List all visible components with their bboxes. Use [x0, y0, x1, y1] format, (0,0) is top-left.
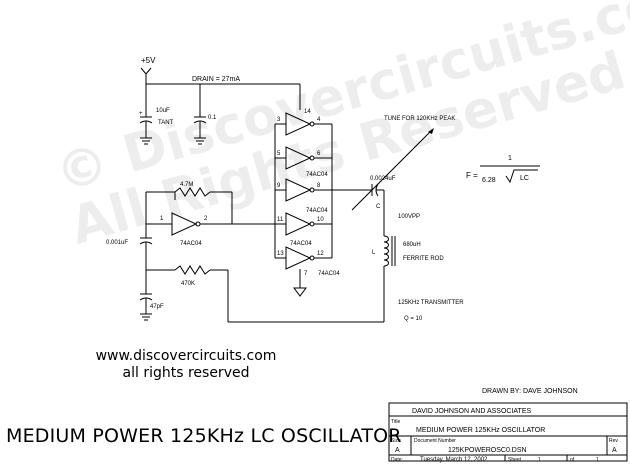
page-title: MEDIUM POWER 125KHz LC OSCILLATOR: [6, 425, 402, 447]
inverter-1-2: 1 2 74AC04: [146, 212, 275, 247]
svg-text:6: 6: [317, 151, 321, 157]
ground-symbol: [140, 137, 152, 145]
q-label: Q = 10: [404, 316, 423, 322]
capacitor-47pf: 47pF: [139, 293, 164, 321]
svg-text:A: A: [612, 447, 617, 454]
tune-capacitor: 0.0024uF C: [351, 128, 434, 211]
site-credit: www.discovercircuits.com all rights rese…: [86, 348, 286, 382]
svg-text:L: L: [372, 250, 376, 256]
svg-text:F =: F =: [466, 171, 478, 180]
svg-text:4.7M: 4.7M: [180, 182, 193, 188]
inverter-5-6: 5 6 74AC04: [275, 146, 332, 178]
resonance-formula: F = 1 6.28 LC: [466, 155, 540, 184]
svg-text:11: 11: [277, 217, 284, 223]
pin-14: 14: [304, 109, 311, 115]
svg-text:74AC04: 74AC04: [306, 208, 328, 214]
svg-text:6.28: 6.28: [482, 177, 496, 184]
svg-text:Title: Title: [391, 419, 400, 425]
resistor-470k: 470K: [174, 265, 372, 323]
svg-text:Rev: Rev: [609, 438, 618, 444]
svg-text:3: 3: [277, 117, 281, 123]
rights-line: all rights reserved: [122, 365, 250, 381]
svg-text:9: 9: [277, 183, 281, 189]
svg-text:+: +: [139, 111, 143, 117]
svg-text:4: 4: [317, 117, 321, 123]
supply-label: +5V: [141, 56, 156, 65]
site-url: www.discovercircuits.com: [95, 348, 277, 364]
svg-text:7: 7: [304, 271, 308, 277]
svg-text:74AC04: 74AC04: [180, 241, 202, 247]
input-capacitor: 0.001uF: [106, 192, 153, 294]
drawn-by: DRAWN BY: DAVE JOHNSON: [482, 388, 578, 395]
svg-text:47pF: 47pF: [150, 304, 164, 310]
svg-text:5: 5: [277, 151, 281, 157]
transmitter-label: 125KHz TRANSMITTER: [398, 300, 464, 306]
svg-text:of: of: [570, 457, 575, 463]
svg-text:2: 2: [204, 216, 208, 222]
svg-text:1: 1: [508, 155, 512, 162]
svg-text:DAVID JOHNSON AND ASSOCIATES: DAVID JOHNSON AND ASSOCIATES: [412, 408, 531, 415]
svg-text:MEDIUM POWER 125KHz OSCILLATOR: MEDIUM POWER 125KHz OSCILLATOR: [416, 427, 545, 434]
svg-text:10: 10: [317, 217, 324, 223]
inverter-13-12: 13 12 74AC04: [275, 246, 340, 277]
svg-text:Document Number: Document Number: [414, 438, 456, 444]
resistor-4-7m: 4.7M: [174, 182, 233, 224]
inverter-3-4: 3 4: [275, 112, 332, 136]
svg-text:Tuesday, March 12, 2002: Tuesday, March 12, 2002: [420, 457, 488, 463]
tune-note: TUNE FOR 120KHz PEAK: [384, 116, 455, 122]
svg-text:74AC04: 74AC04: [290, 241, 312, 247]
svg-text:C: C: [376, 204, 381, 210]
svg-text:Size: Size: [391, 438, 401, 444]
svg-text:1: 1: [596, 457, 599, 463]
svg-text:470K: 470K: [181, 281, 195, 287]
inverter-11-10: 11 10 74AC04: [275, 212, 332, 247]
input-cap-value: 0.001uF: [106, 240, 128, 246]
tant-capacitor: + 10uF TANT: [139, 84, 174, 138]
inverter-9-8: 9 8 74AC04: [275, 178, 332, 214]
tant-type: TANT: [158, 120, 174, 126]
svg-text:LC: LC: [520, 175, 529, 182]
svg-text:74AC04: 74AC04: [306, 172, 328, 178]
title-block: DAVID JOHNSON AND ASSOCIATES Title MEDIU…: [388, 402, 628, 463]
svg-text:680uH: 680uH: [403, 242, 421, 248]
svg-text:8: 8: [317, 183, 321, 189]
svg-text:1: 1: [160, 216, 164, 222]
svg-text:1: 1: [538, 457, 541, 463]
svg-text:13: 13: [277, 251, 284, 257]
drain-label: DRAIN = 27mA: [192, 76, 240, 83]
svg-text:74AC04: 74AC04: [318, 271, 340, 277]
bypass-capacitor: 0.1: [193, 84, 217, 145]
svg-text:A: A: [395, 447, 400, 454]
svg-text:Sheet: Sheet: [508, 457, 522, 463]
ground-pin-7: 7: [293, 269, 308, 297]
supply-terminal: +5V: [140, 56, 156, 84]
vpp-label: 100VPP: [398, 214, 420, 220]
tant-value: 10uF: [156, 108, 170, 114]
inductor-ferrite: L 680uH FERRITE ROD: [372, 235, 444, 322]
bypass-value: 0.1: [208, 115, 217, 121]
svg-text:125KPOWEROSC0.DSN: 125KPOWEROSC0.DSN: [448, 447, 527, 454]
svg-text:12: 12: [317, 251, 324, 257]
svg-text:FERRITE ROD: FERRITE ROD: [403, 256, 444, 262]
svg-text:Date:: Date:: [391, 457, 403, 463]
